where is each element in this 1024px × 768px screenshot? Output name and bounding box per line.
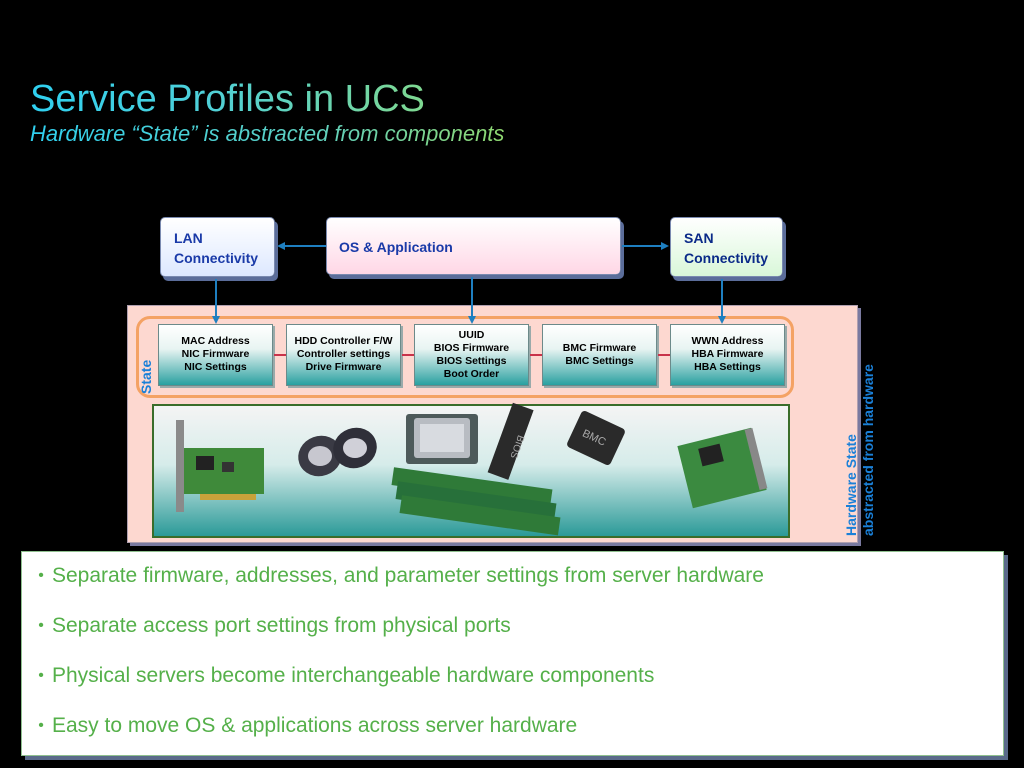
hardware-state-line1: Hardware State bbox=[843, 434, 859, 536]
os-application-label: OS & Application bbox=[339, 239, 453, 255]
state-group bbox=[136, 316, 794, 398]
state-box-line: UUID bbox=[458, 329, 485, 341]
state-box-line: BMC Settings bbox=[565, 355, 634, 367]
state-box-line: HDD Controller F/W bbox=[294, 335, 393, 347]
list-item: •Easy to move OS & applications across s… bbox=[38, 714, 578, 737]
state-box-nic: MAC Address NIC Firmware NIC Settings bbox=[158, 324, 273, 386]
state-box-line: NIC Settings bbox=[184, 361, 247, 373]
bullet-text: Easy to move OS & applications across se… bbox=[52, 714, 578, 737]
state-box-line: BIOS Firmware bbox=[433, 342, 510, 354]
lan-connectivity-box: LAN Connectivity bbox=[160, 217, 275, 277]
bullet-text: Physical servers become interchangeable … bbox=[52, 664, 655, 687]
state-box-hba: WWN Address HBA Firmware HBA Settings bbox=[670, 324, 785, 386]
state-box-line: Controller settings bbox=[296, 348, 391, 360]
lan-label-line1: LAN bbox=[174, 230, 203, 246]
state-box-line: NIC Firmware bbox=[181, 348, 250, 360]
bullet-text: Separate firmware, addresses, and parame… bbox=[52, 564, 764, 587]
slide-title: Service Profiles in UCS bbox=[30, 78, 425, 120]
state-box-line: HBA Firmware bbox=[691, 348, 764, 360]
san-label-line2: Connectivity bbox=[684, 250, 769, 266]
hard-drive-image bbox=[298, 427, 377, 477]
list-item: •Separate firmware, addresses, and param… bbox=[38, 564, 764, 587]
state-box-line: HBA Settings bbox=[694, 361, 761, 373]
state-box-line: BIOS Settings bbox=[436, 355, 507, 367]
lan-label-line2: Connectivity bbox=[174, 250, 259, 266]
hardware-state-label: Hardware State abstracted from hardware bbox=[843, 316, 877, 536]
hba-card-image bbox=[677, 427, 768, 509]
san-label-line1: SAN bbox=[684, 230, 714, 246]
cpu-image bbox=[406, 414, 478, 464]
san-connectivity-box: SAN Connectivity bbox=[670, 217, 783, 277]
state-box-line: Boot Order bbox=[443, 368, 500, 380]
os-application-box: OS & Application bbox=[326, 217, 621, 275]
bullet-text: Separate access port settings from physi… bbox=[52, 614, 511, 637]
state-box-line: BMC Firmware bbox=[562, 342, 637, 354]
list-item: •Separate access port settings from phys… bbox=[38, 614, 511, 637]
state-box-hdd: HDD Controller F/W Controller settings D… bbox=[286, 324, 401, 386]
state-box-bmc: BMC Firmware BMC Settings bbox=[542, 324, 657, 386]
state-box-bios: UUID BIOS Firmware BIOS Settings Boot Or… bbox=[414, 324, 529, 386]
hardware-state-line2: abstracted from hardware bbox=[860, 364, 876, 536]
state-box-line: Drive Firmware bbox=[305, 361, 382, 373]
state-box-line: MAC Address bbox=[181, 335, 250, 347]
slide-subtitle: Hardware “State” is abstracted from comp… bbox=[30, 121, 505, 146]
state-box-line: WWN Address bbox=[691, 335, 764, 347]
bmc-chip-image: BMC bbox=[567, 411, 625, 465]
nic-card-image bbox=[176, 420, 264, 512]
memory-modules-image bbox=[391, 467, 561, 536]
list-item: •Physical servers become interchangeable… bbox=[38, 664, 655, 687]
bios-chip-image: BIOS bbox=[487, 402, 534, 480]
bullet-list: •Separate firmware, addresses, and param… bbox=[21, 551, 1004, 756]
